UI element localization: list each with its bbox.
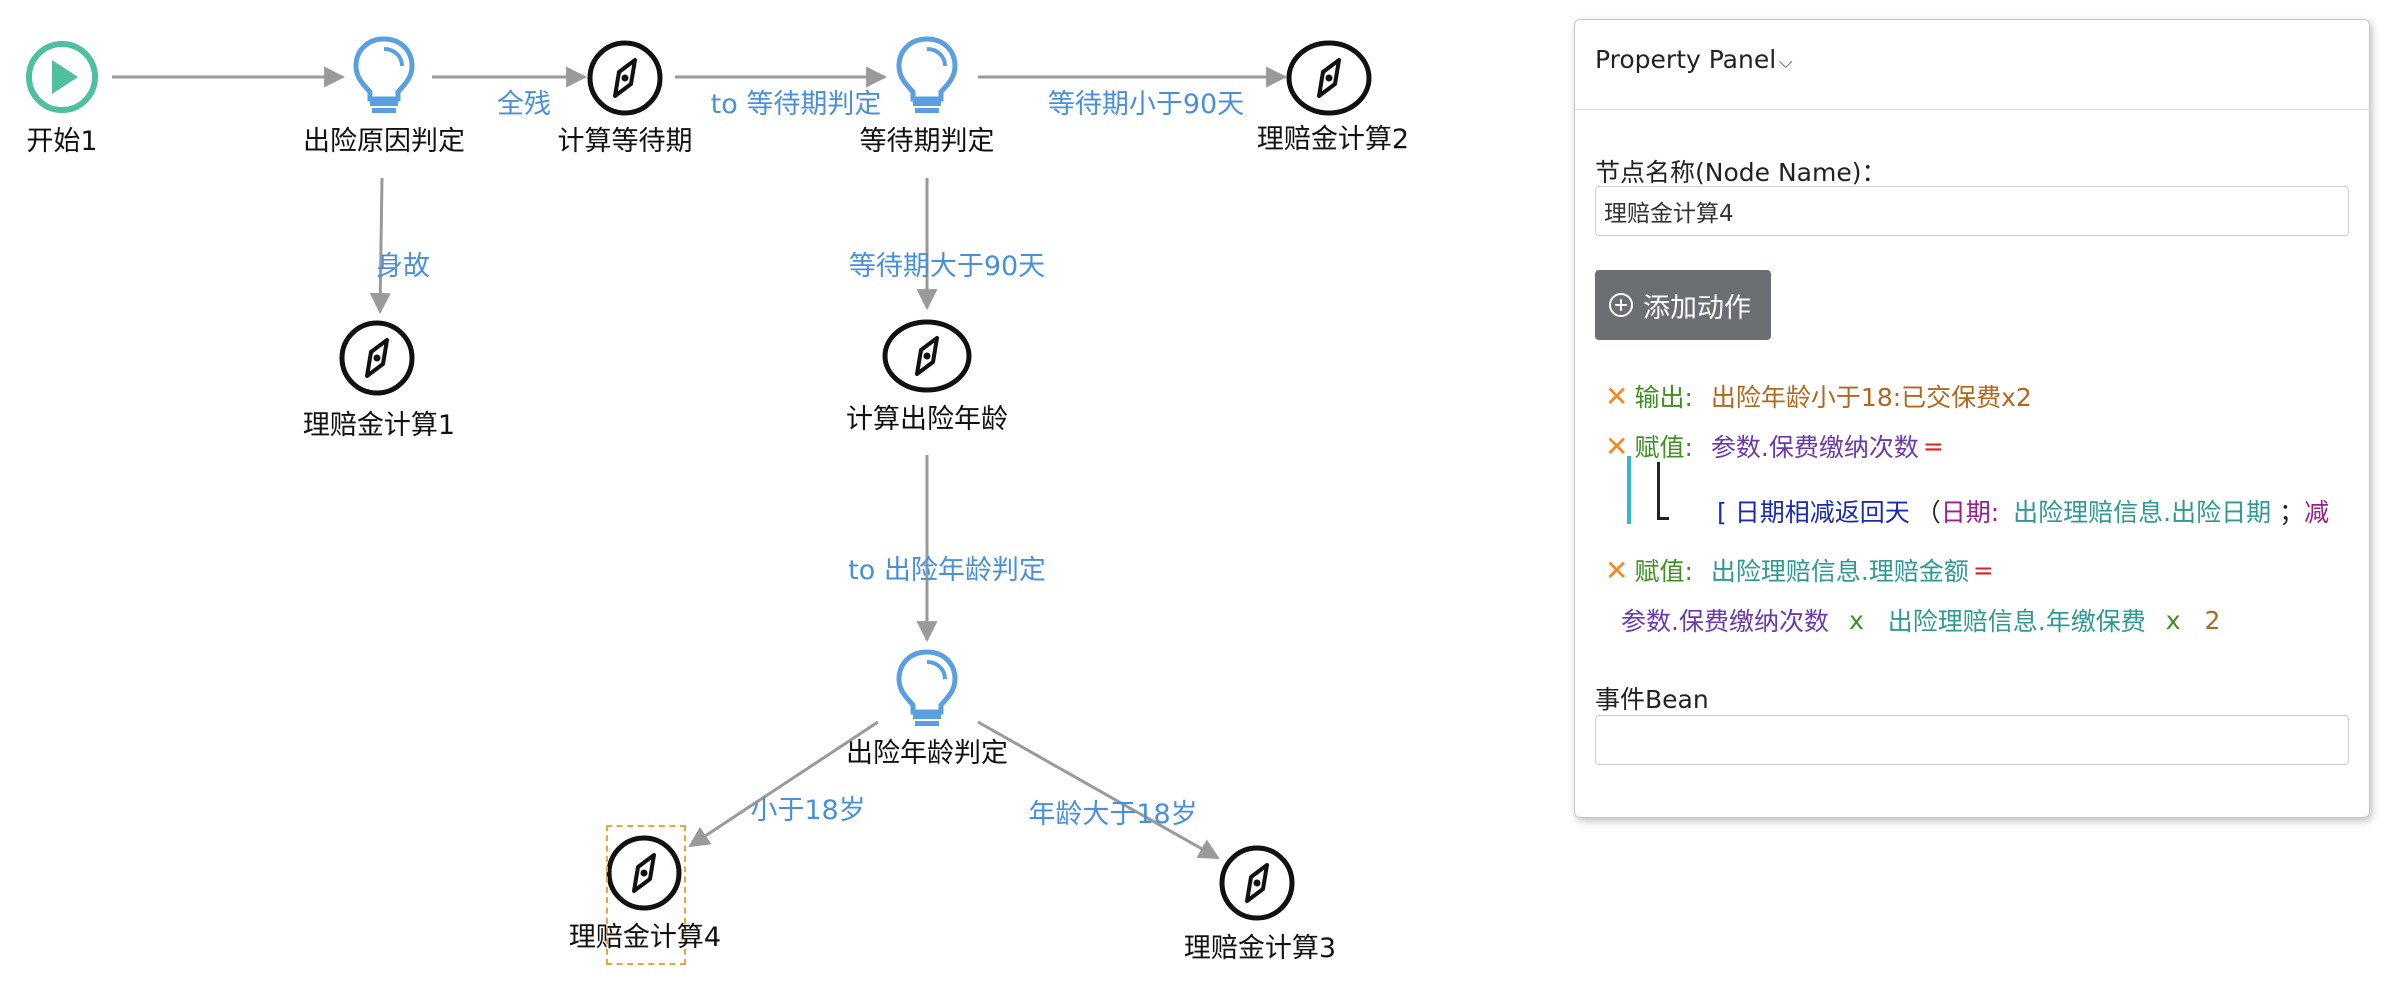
node-name-input[interactable] <box>1595 186 2349 236</box>
action-assign2-eq: = <box>1972 555 1994 585</box>
event-bean-label: 事件Bean <box>1595 685 1709 714</box>
node-name-label: 节点名称(Node Name)： <box>1595 158 1887 187</box>
action-output-value[interactable]: 出险年龄小于18:已交保费x2 <box>1710 383 2032 412</box>
edge-label-death[interactable]: 身故 <box>376 251 430 282</box>
edge-label-wait-gt-90[interactable]: 等待期大于90天 <box>848 251 1046 282</box>
flow-canvas[interactable]: 开始1 出险原因判定 计算等待期 等待期判定 理赔金计算2 理赔金计算1 计算出… <box>0 0 1560 1000</box>
edge-label-age-lt-18[interactable]: 小于18岁 <box>750 795 866 826</box>
action-assign2-target[interactable]: 出险理赔信息.理赔金额 <box>1710 557 1969 586</box>
node-calc-claim3-label: 理赔金计算3 <box>1183 933 1337 964</box>
expr-operator-2[interactable]: x <box>2165 605 2181 635</box>
node-start-label: 开始1 <box>26 126 98 157</box>
edge-label-wait-lt-90[interactable]: 等待期小于90天 <box>1047 89 1245 120</box>
edge-age-decision-to-claim4[interactable] <box>688 720 879 848</box>
function-param-sep: ； <box>2279 498 2305 527</box>
add-action-label: 添加动作 <box>1643 292 1751 324</box>
property-panel-body: Property Panel ⌵ 节点名称(Node Name)： 添加动作 ✕… <box>1575 20 2369 817</box>
add-action-button[interactable]: 添加动作 <box>1595 270 1771 340</box>
action-assign1-row: ✕ 赋值: 参数.保费缴纳次数 = <box>1605 428 1944 464</box>
node-selection-box <box>606 825 686 965</box>
plus-circle-icon <box>1609 293 1633 317</box>
expression-indent-bar <box>1627 456 1631 524</box>
chevron-down-icon[interactable]: ⌵ <box>1779 52 1793 73</box>
expr-operator-1[interactable]: x <box>1848 605 1864 635</box>
action-output-row: ✕ 输出: 出险年龄小于18:已交保费x2 <box>1605 378 2032 414</box>
function-param-name: 日期: <box>1940 498 2000 527</box>
edge-label-to-wait-decision[interactable]: to 等待期判定 <box>710 89 882 120</box>
play-circle-icon[interactable] <box>26 41 98 113</box>
node-calc-wait-label: 计算等待期 <box>557 126 693 157</box>
node-age-decision-label: 出险年龄判定 <box>846 738 1008 769</box>
action-assign1-expression: [ 日期相减返回天 （ 日期: 出险理赔信息.出险日期 ； 减 <box>1717 493 2329 529</box>
compass-icon[interactable] <box>1284 38 1374 118</box>
function-param-trailing: 减 <box>2304 498 2330 527</box>
lightbulb-icon[interactable] <box>893 648 961 732</box>
action-assign1-keyword[interactable]: 赋值: <box>1634 433 1693 462</box>
lightbulb-icon[interactable] <box>893 35 961 119</box>
compass-icon[interactable] <box>604 833 684 913</box>
property-panel: Property Panel ⌵ 节点名称(Node Name)： 添加动作 ✕… <box>1574 19 2370 818</box>
delete-action-icon[interactable]: ✕ <box>1605 379 1629 413</box>
action-output-keyword[interactable]: 输出: <box>1634 383 1693 412</box>
compass-icon[interactable] <box>337 318 417 398</box>
function-param-value[interactable]: 出险理赔信息.出险日期 <box>2013 498 2272 527</box>
expression-bracket <box>1657 462 1669 520</box>
expr-operand-3[interactable]: 2 <box>2204 605 2221 635</box>
node-wait-decision-label: 等待期判定 <box>859 126 995 157</box>
edge-label-disability[interactable]: 全残 <box>497 89 551 120</box>
compass-icon[interactable] <box>1217 843 1297 923</box>
edge-label-to-age-decision[interactable]: to 出险年龄判定 <box>848 555 1046 586</box>
action-assign2-row: ✕ 赋值: 出险理赔信息.理赔金额 = <box>1605 552 1994 588</box>
node-calc-claim2-label: 理赔金计算2 <box>1256 124 1410 155</box>
property-panel-title[interactable]: Property Panel <box>1595 45 1777 74</box>
function-name[interactable]: [ 日期相减返回天 <box>1717 498 1910 527</box>
node-calc-claim4-label: 理赔金计算4 <box>568 922 722 953</box>
action-assign2-expression: 参数.保费缴纳次数 x 出险理赔信息.年缴保费 x 2 <box>1621 602 2220 638</box>
node-calc-claim1-label: 理赔金计算1 <box>302 410 456 441</box>
delete-action-icon[interactable]: ✕ <box>1605 553 1629 587</box>
edge-cause-to-claim1[interactable] <box>369 177 391 315</box>
action-assign1-target[interactable]: 参数.保费缴纳次数 <box>1710 433 1919 462</box>
expr-operand-2[interactable]: 出险理赔信息.年缴保费 <box>1887 607 2146 636</box>
node-cause-decision-label: 出险原因判定 <box>303 126 465 157</box>
function-paren: （ <box>1915 498 1941 527</box>
lightbulb-icon[interactable] <box>350 35 418 119</box>
flow-edges-layer <box>26 41 1288 860</box>
action-assign2-keyword[interactable]: 赋值: <box>1634 557 1693 586</box>
compass-icon[interactable] <box>880 316 974 396</box>
action-assign1-eq: = <box>1922 431 1944 461</box>
property-panel-header[interactable]: Property Panel ⌵ <box>1575 20 2369 110</box>
event-bean-input[interactable] <box>1595 715 2349 765</box>
expr-operand-1[interactable]: 参数.保费缴纳次数 <box>1621 607 1829 636</box>
node-calc-age-label: 计算出险年龄 <box>846 404 1008 435</box>
compass-icon[interactable] <box>585 38 665 118</box>
edge-label-age-gt-18[interactable]: 年龄大于18岁 <box>1028 799 1198 830</box>
edge-age-decision-to-claim3[interactable] <box>977 720 1220 860</box>
delete-action-icon[interactable]: ✕ <box>1605 429 1629 463</box>
